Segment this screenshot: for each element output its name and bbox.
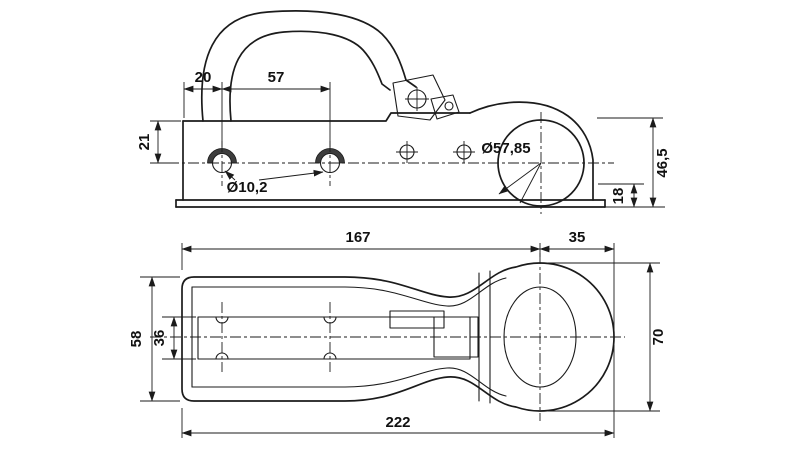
- dim-167-label: 167: [345, 229, 370, 246]
- dim-21-label: 21: [136, 134, 153, 151]
- dim-58-label: 58: [128, 331, 145, 348]
- dim-18-label: 18: [610, 188, 627, 205]
- plan-outer-outline: [181, 262, 615, 412]
- side-view: 20 57 21 Ø10,2 Ø57,85 46,5 18: [136, 10, 671, 214]
- latch-plate-top: [389, 310, 445, 329]
- dim-36-label: 36: [151, 330, 168, 347]
- drawbar-channel: [197, 310, 479, 360]
- dim-70-label: 70: [650, 329, 667, 346]
- dim-35-label: 35: [569, 229, 586, 246]
- latch-pin: [444, 101, 454, 111]
- coupling-body: [175, 112, 606, 208]
- handle: [200, 10, 460, 122]
- plan-dimensions: 167 35 58 36 70 222: [128, 229, 667, 438]
- side-centerlines: [168, 112, 614, 214]
- mounting-holes: [207, 148, 345, 174]
- dim-20-label: 20: [195, 69, 212, 86]
- side-dimensions: 20 57 21 Ø10,2 Ø57,85 46,5 18: [136, 69, 671, 208]
- plan-view: 167 35 58 36 70 222: [128, 229, 667, 438]
- ball-diameter-label: Ø57,85: [481, 140, 530, 157]
- dim-46-5-label: 46,5: [654, 148, 671, 177]
- handle-pivot-plate: [392, 74, 446, 121]
- plan-centerlines: [150, 253, 625, 421]
- dim-222-label: 222: [385, 414, 410, 431]
- dim-57-label: 57: [268, 69, 285, 86]
- hole-diameter-label: Ø10,2: [227, 179, 268, 196]
